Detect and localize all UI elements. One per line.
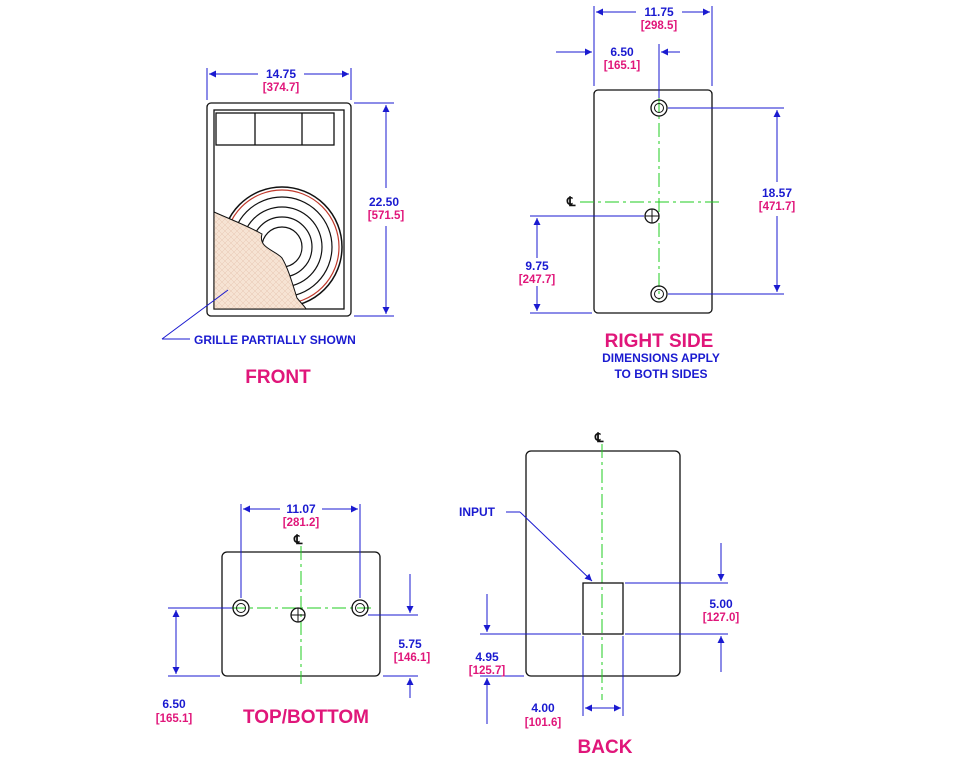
side-depth-in: 11.75 [644, 5, 674, 19]
side-center-height-mm: [247.7] [519, 274, 556, 286]
back-cabinet-outline [525, 450, 681, 677]
right-side-view: ℄ 11.75 [298.5] 6.50 [165.1] 18.57 [471.… [519, 5, 796, 381]
input-width-in: 4.00 [531, 701, 555, 715]
top-center-depth-mm: [165.1] [156, 713, 193, 725]
side-mount-hole-top [650, 99, 668, 117]
top-title: TOP/BOTTOM [243, 707, 369, 728]
side-centerline-label: ℄ [566, 194, 576, 209]
side-depth-mm: [298.5] [641, 20, 678, 32]
side-center-mount [644, 208, 660, 224]
side-note-line2: TO BOTH SIDES [614, 367, 707, 381]
front-height-in: 22.50 [369, 195, 399, 209]
front-title: FRONT [245, 367, 311, 388]
side-offset-mm: [165.1] [604, 60, 641, 72]
side-hole-spacing-in: 18.57 [762, 186, 792, 200]
front-width-mm: [374.7] [263, 82, 300, 94]
top-mount-hole-right [351, 599, 369, 617]
input-label: INPUT [459, 505, 496, 519]
top-bottom-view: ℄ 11.07 [281.2] 5.75 [146.1] [156, 502, 431, 728]
top-centerline-label: ℄ [293, 532, 303, 547]
input-height-in: 5.00 [709, 597, 733, 611]
top-hole-depth-mm: [146.1] [394, 652, 431, 664]
side-mount-hole-bottom [650, 285, 668, 303]
front-view: GRILLE PARTIALLY SHOWN 14.75 [374.7] 22.… [161, 67, 405, 388]
front-height-mm: [571.5] [368, 210, 405, 222]
input-width-mm: [101.6] [525, 717, 562, 729]
input-bottom-in: 4.95 [475, 650, 499, 664]
back-view: ℄ INPUT 5.00 [127.0] 4.95 [125.7] 4.00 [… [459, 430, 739, 758]
top-hole-spacing-in: 11.07 [286, 502, 316, 516]
side-hole-spacing-mm: [471.7] [759, 201, 796, 213]
grille-cutaway [213, 211, 307, 310]
input-bottom-mm: [125.7] [469, 665, 506, 677]
front-cabinet-outline [206, 102, 352, 317]
top-center-mount [290, 607, 306, 623]
side-center-height-in: 9.75 [525, 259, 549, 273]
top-hole-spacing-mm: [281.2] [283, 517, 320, 529]
top-mount-hole-left [232, 599, 250, 617]
input-panel [582, 582, 624, 635]
back-centerline-label: ℄ [594, 430, 604, 445]
side-title: RIGHT SIDE [605, 331, 714, 352]
grille-note: GRILLE PARTIALLY SHOWN [194, 333, 356, 347]
back-title: BACK [578, 737, 633, 758]
top-center-depth-in: 6.50 [162, 697, 186, 711]
front-top-panel [215, 112, 335, 146]
top-hole-depth-in: 5.75 [398, 637, 422, 651]
side-note-line1: DIMENSIONS APPLY [602, 351, 720, 365]
side-offset-in: 6.50 [610, 45, 634, 59]
front-width-in: 14.75 [266, 67, 296, 81]
input-height-mm: [127.0] [703, 612, 740, 624]
